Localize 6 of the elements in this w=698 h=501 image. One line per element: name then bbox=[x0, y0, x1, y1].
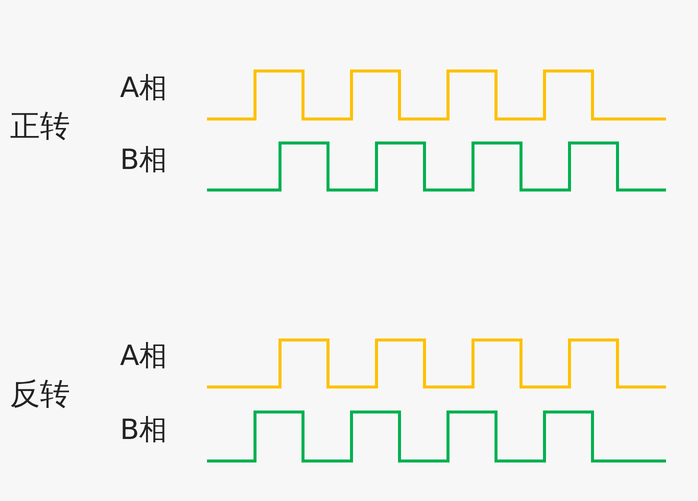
signal-label: B相 bbox=[120, 146, 168, 174]
signal-label: 反转 bbox=[10, 380, 70, 410]
signal-label: B相 bbox=[120, 416, 168, 444]
signal-label: 正转 bbox=[10, 112, 70, 142]
signal-label: A相 bbox=[120, 74, 168, 102]
signal-label: A相 bbox=[120, 342, 168, 370]
